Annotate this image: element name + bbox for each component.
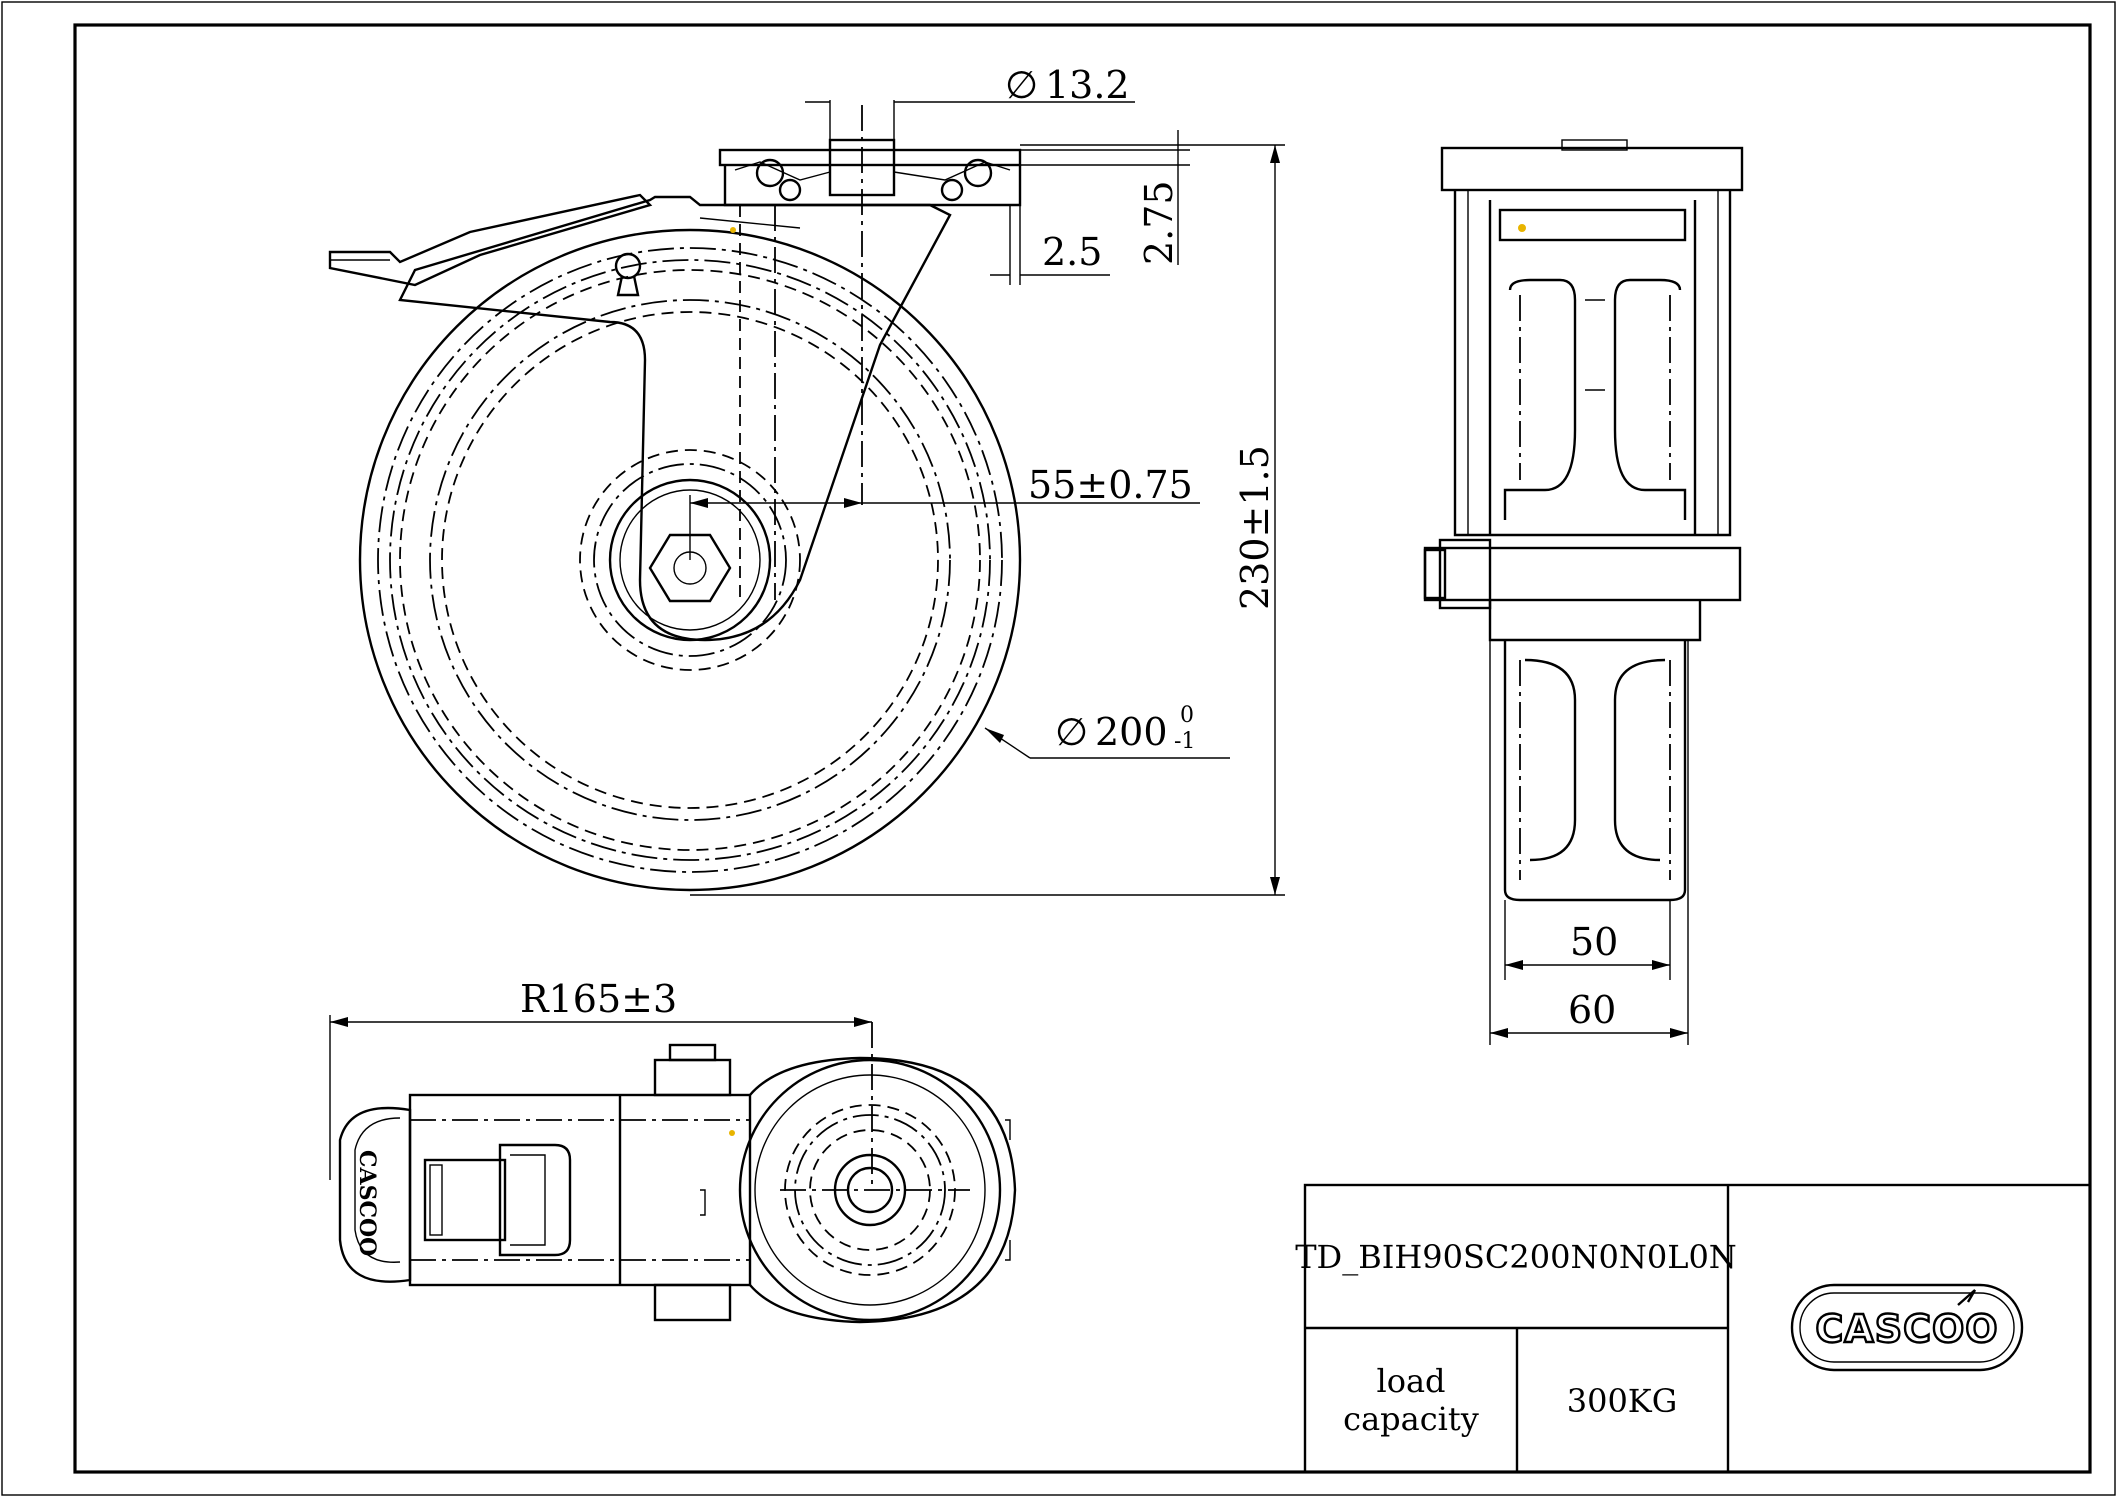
top-view: R165±3 CASCOO [329, 977, 1017, 1324]
dim-tread-width: 50 [1570, 920, 1618, 964]
front-view: ∅ 13.2 2.75 2.5 55±0.75 230±1.5 ∅ 200 [328, 63, 1285, 896]
side-fork [1453, 190, 1732, 537]
title-block: TD_BIH90SC200N0N0L0N load capacity 300KG… [1295, 1183, 2092, 1474]
dim-fork-width: 60 [1568, 988, 1616, 1032]
dim-swivel-offset: 55±0.75 [1028, 463, 1193, 507]
top-wheel-circle [738, 1058, 1002, 1322]
dim-plate-offset: 2.5 [1042, 230, 1102, 274]
dim-plate-thickness: 2.75 [1137, 180, 1181, 265]
wheel-outer-circle [358, 228, 1022, 892]
side-view: 50 60 [1423, 139, 1744, 1045]
load-label-line1: load [1376, 1362, 1445, 1400]
pedal-logo: CASCOO [354, 1150, 380, 1256]
load-value: 300KG [1567, 1382, 1678, 1420]
fork-leg [398, 195, 952, 642]
dim-wheel-dia-tol-upper: 0 [1180, 703, 1194, 728]
dim-bolt-dia: 13.2 [1045, 63, 1130, 107]
sheet-border-inner [73, 23, 2092, 1474]
cascoo-logo: CASCOO [1790, 1283, 2024, 1372]
dim-swivel-radius: R165±3 [520, 977, 677, 1021]
top-plate [718, 148, 1022, 167]
load-label-line2: capacity [1343, 1400, 1479, 1438]
dim-bolt-dia-symbol: ∅ [1005, 63, 1038, 107]
side-axle [1423, 546, 1742, 602]
logo-text: CASCOO [1815, 1307, 1998, 1351]
brake-pedal [338, 1106, 412, 1283]
dim-wheel-dia-tol-lower: -1 [1174, 729, 1195, 754]
brake-lever [328, 193, 653, 287]
part-number: TD_BIH90SC200N0N0L0N [1295, 1238, 1737, 1276]
dim-overall-height: 230±1.5 [1233, 445, 1277, 610]
dim-wheel-dia: 200 [1095, 710, 1168, 754]
axle-nut [648, 533, 732, 603]
dim-wheel-dia-symbol: ∅ [1055, 710, 1088, 754]
